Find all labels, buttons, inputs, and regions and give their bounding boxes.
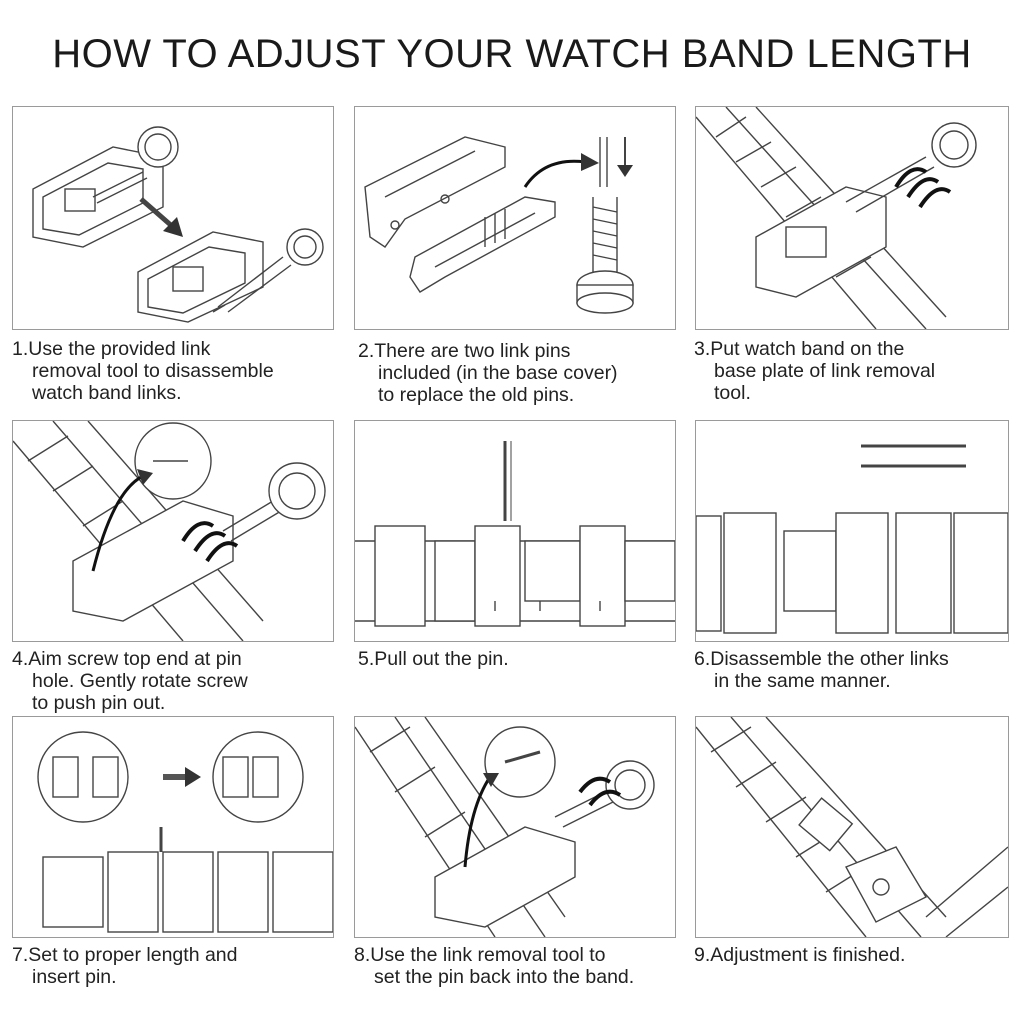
- step-4-illustration: [12, 420, 334, 642]
- step-7-caption: 7.Set to proper length and insert pin.: [12, 944, 238, 988]
- step-7-illustration: [12, 716, 334, 938]
- step-2-line-2: included (in the base cover): [378, 362, 618, 384]
- step-3-illustration: [695, 106, 1009, 330]
- step-6-line-2: in the same manner.: [714, 670, 891, 692]
- step-1-line-2: removal tool to disassemble: [32, 360, 274, 382]
- step-5-caption: 5.Pull out the pin.: [358, 648, 509, 670]
- base-cover-pins-icon: [364, 136, 634, 314]
- step-8-line-1: 8.Use the link removal tool to: [354, 944, 606, 966]
- disassembled-links-icon: [696, 444, 1008, 634]
- step-1-line-1: 1.Use the provided link: [12, 338, 211, 360]
- step-2-illustration: [354, 106, 676, 330]
- rotate-screw-icon: [13, 421, 326, 641]
- step-8-illustration: [354, 716, 676, 938]
- link-removal-tool-icon: [32, 126, 324, 323]
- page-title: HOW TO ADJUST YOUR WATCH BAND LENGTH: [52, 32, 972, 76]
- band-on-tool-icon: [696, 107, 977, 329]
- step-7-line-2: insert pin.: [32, 966, 117, 988]
- step-7-line-1: 7.Set to proper length and: [12, 944, 238, 966]
- step-1-line-3: watch band links.: [32, 382, 182, 404]
- step-9-line-1: 9.Adjustment is finished.: [694, 944, 906, 966]
- step-8-line-2: set the pin back into the band.: [374, 966, 635, 988]
- step-3-caption: 3.Put watch band on the base plate of li…: [694, 338, 935, 404]
- step-1-caption: 1.Use the provided link removal tool to …: [12, 338, 274, 404]
- step-6-caption: 6.Disassemble the other links in the sam…: [694, 648, 949, 692]
- step-4-line-1: 4.Aim screw top end at pin: [12, 648, 242, 670]
- step-2-caption: 2.There are two link pins included (in t…: [358, 340, 618, 406]
- step-5-illustration: [354, 420, 676, 642]
- pull-pin-icon: [355, 441, 675, 627]
- step-8-caption: 8.Use the link removal tool to set the p…: [354, 944, 634, 988]
- step-9-caption: 9.Adjustment is finished.: [694, 944, 905, 966]
- insert-pin-icon: [37, 731, 333, 933]
- step-9-illustration: [695, 716, 1009, 938]
- step-4-line-3: to push pin out.: [32, 692, 166, 714]
- set-pin-back-icon: [355, 717, 655, 937]
- step-3-line-2: base plate of link removal: [714, 360, 936, 382]
- step-1-illustration: [12, 106, 334, 330]
- step-2-line-1: 2.There are two link pins: [358, 340, 571, 362]
- finished-band-icon: [696, 717, 1008, 937]
- step-5-line-1: 5.Pull out the pin.: [358, 648, 509, 670]
- step-3-line-3: tool.: [714, 382, 751, 404]
- step-3-line-1: 3.Put watch band on the: [694, 338, 905, 360]
- step-6-illustration: [695, 420, 1009, 642]
- step-4-caption: 4.Aim screw top end at pin hole. Gently …: [12, 648, 248, 714]
- step-2-line-3: to replace the old pins.: [378, 384, 575, 406]
- step-4-line-2: hole. Gently rotate screw: [32, 670, 248, 692]
- step-6-line-1: 6.Disassemble the other links: [694, 648, 949, 670]
